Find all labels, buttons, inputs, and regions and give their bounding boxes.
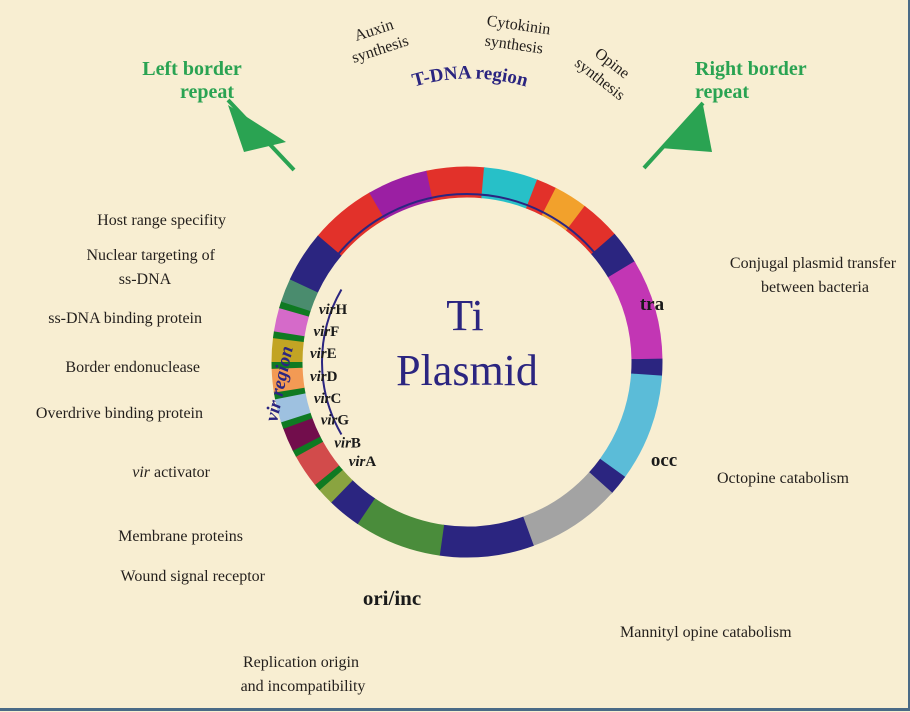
segment-spacer-left	[289, 235, 342, 293]
opine-label: Opine synthesis	[571, 45, 632, 104]
segment-virF	[273, 307, 310, 337]
segment-ori-inc	[356, 497, 445, 556]
octopine-catabolism-label: Octopine catabolism	[717, 470, 850, 487]
nuclear-targeting-label-line1: Nuclear targeting of	[86, 247, 215, 264]
overdrive-label: Overdrive binding protein	[36, 405, 203, 422]
wound-signal-label: Wound signal receptor	[121, 568, 266, 585]
vir-region-arc	[321, 289, 343, 435]
nuclear-targeting-label-line2: ss-DNA	[119, 271, 172, 288]
left-border-label-line1: Left border	[142, 58, 242, 80]
gene-label-virA: virA	[349, 454, 377, 470]
gene-label-virG: virG	[321, 412, 350, 428]
segment-tdna-left-red	[317, 192, 386, 257]
plasmid-title-line2: Plasmid	[396, 346, 538, 395]
segment-tra	[607, 261, 663, 361]
right-border-flag-icon	[642, 101, 712, 170]
segment-green-sep-3	[280, 411, 313, 429]
plasmid-title-line1: Ti	[446, 291, 484, 340]
gene-label-virB: virB	[334, 436, 361, 452]
auxin-label: Auxin synthesis	[350, 16, 411, 66]
segment-virB	[295, 440, 340, 486]
segment-spacer-right	[590, 233, 636, 279]
gene-label-virE: virE	[310, 346, 337, 362]
segment-virA	[318, 469, 353, 503]
tdna-region-arc	[333, 193, 601, 260]
segment-spacer-tra-occ	[631, 358, 663, 377]
replication-origin-label-line1: Replication origin	[243, 654, 359, 671]
conjugal-transfer-label-line2: between bacteria	[761, 279, 869, 296]
right-border-label-line1: Right border	[695, 58, 807, 80]
gene-label-virF: virF	[313, 324, 339, 340]
segment-spacer-ori-vir	[330, 479, 376, 525]
tra-gene-label: tra	[640, 294, 665, 315]
gene-label-virH: virH	[319, 302, 348, 318]
border-endonuclease-label: Border endonuclease	[65, 359, 200, 376]
segment-green-sep-7	[279, 300, 311, 317]
segment-virG	[282, 417, 321, 451]
segment-virH	[281, 278, 319, 312]
segment-occ	[599, 373, 663, 478]
segment-green-sep-1	[314, 464, 343, 491]
mannityl-opine-label: Mannityl opine catabolism	[620, 624, 792, 641]
segment-mannityl	[522, 471, 613, 547]
right-border-label-line2: repeat	[695, 81, 749, 103]
left-border-flag-icon	[226, 98, 296, 172]
vir-activator-label: vir activator	[132, 464, 210, 481]
ori-inc-gene-label: ori/inc	[363, 586, 421, 610]
gene-label-virD: virD	[310, 369, 338, 385]
plasmid-ring	[271, 166, 663, 558]
segment-tdna-red-3	[525, 179, 557, 216]
segment-green-sep-6	[272, 330, 305, 343]
segment-auxin	[369, 170, 434, 220]
replication-origin-label-line2: and incompatibility	[241, 678, 366, 695]
segment-virC	[274, 392, 311, 423]
ssdna-binding-label: ss-DNA binding protein	[48, 310, 202, 327]
occ-gene-label: occ	[651, 450, 677, 471]
region-arcs	[321, 193, 601, 435]
segment-spacer-bottom	[438, 516, 534, 558]
left-border-label-line2: repeat	[180, 81, 234, 103]
gene-label-virC: virC	[314, 391, 342, 407]
segment-tdna-red-2	[426, 166, 486, 202]
segment-spacer-occ-mannityl	[588, 458, 626, 494]
segment-opine	[541, 187, 586, 232]
segment-green-sep-2	[292, 435, 324, 457]
conjugal-transfer-label-line1: Conjugal plasmid transfer	[730, 255, 897, 272]
membrane-proteins-label: Membrane proteins	[118, 528, 243, 545]
segment-cytokinin	[480, 167, 539, 209]
cytokinin-label: Cytokinin synthesis	[484, 13, 552, 58]
segment-green-sep-4	[273, 386, 306, 400]
host-range-label: Host range specifity	[97, 212, 226, 229]
tdna-region-label: T-DNA region	[410, 62, 531, 91]
segment-tdna-right-red	[565, 205, 616, 256]
vir-gene-labels: virH virF virE virD virC virG virB virA	[310, 302, 376, 470]
